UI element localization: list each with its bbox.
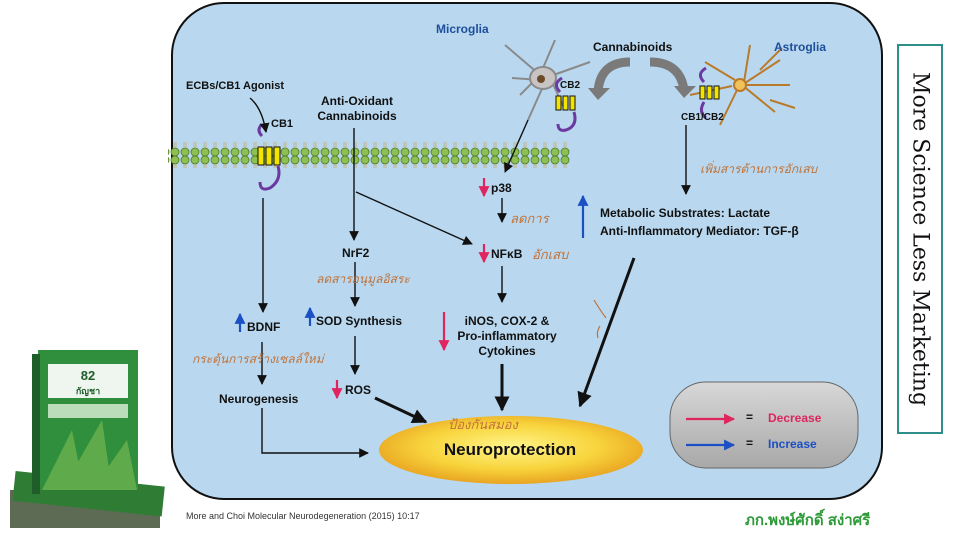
main-panel xyxy=(171,2,883,500)
legend-equals-increase: = xyxy=(746,436,754,450)
microglia-label: Microglia xyxy=(436,22,489,36)
handwritten-marks xyxy=(593,299,607,339)
neurogenesis-label: Neurogenesis xyxy=(219,392,299,406)
legend-box xyxy=(669,381,859,469)
legend-equals-decrease: = xyxy=(746,410,754,424)
neuroprotection-label: Neuroprotection xyxy=(443,440,577,459)
cb1-label: CB1 xyxy=(271,118,294,130)
ecbs-agonist-label: ECBs/CB1 Agonist xyxy=(186,80,284,92)
book-number: 82 xyxy=(81,368,95,383)
neuroprotection-oval xyxy=(379,416,643,484)
legend-increase-label: Increase xyxy=(768,437,817,451)
legend-decrease-label: Decrease xyxy=(768,411,822,425)
handwritten-note-p38: ลดการ xyxy=(510,212,549,227)
pathway-arrows xyxy=(249,97,691,458)
change-indicators xyxy=(234,178,589,400)
nrf2-label: NrF2 xyxy=(342,246,370,260)
cell-membrane xyxy=(168,142,570,168)
book-title: กัญชา xyxy=(76,386,100,397)
nfkb-label: NFκB xyxy=(491,247,523,261)
cb1-cb2-receptor xyxy=(699,66,720,120)
cannabinoid-curved-arrows xyxy=(588,57,696,100)
astroglia-label: Astroglia xyxy=(774,40,827,54)
handwritten-note-bdnf: กระตุ้นการสร้างเซลล์ใหม่ xyxy=(192,352,324,366)
side-title-box: More Science Less Marketing xyxy=(897,44,943,434)
antioxidant-label: Anti-Oxidant Cannabinoids xyxy=(317,94,397,123)
cb2-receptor xyxy=(555,76,577,132)
cb2-label: CB2 xyxy=(560,80,581,91)
anti-inflammatory-label: Anti-Inflammatory Mediator: TGF-β xyxy=(600,224,799,238)
author-name: ภก.พงษ์ศักดิ์ สง่าศรี xyxy=(745,512,871,529)
handwritten-note-astroglia: เพิ่มสารต้านการอักเสบ xyxy=(700,162,818,176)
handwritten-note-nfkb: อักเสบ xyxy=(532,248,569,263)
microglia-cell xyxy=(504,39,591,121)
sod-synthesis-label: SOD Synthesis xyxy=(316,314,403,328)
metabolic-substrates-label: Metabolic Substrates: Lactate xyxy=(600,206,771,220)
book-cover-image: 82 กัญชา xyxy=(10,350,165,528)
p38-label: p38 xyxy=(491,181,512,195)
handwritten-note-neuroprotection: ป้องกันสมอง xyxy=(448,418,518,433)
handwritten-note-nrf2: ลดสารอนุมูลอิสระ xyxy=(316,272,410,286)
cannabinoids-label: Cannabinoids xyxy=(593,40,673,54)
inos-cox2-label: iNOS, COX-2 & Pro-inflammatory Cytokines xyxy=(457,314,557,358)
ros-label: ROS xyxy=(345,383,372,397)
side-title-text: More Science Less Marketing xyxy=(907,71,933,407)
citation-text: More and Choi Molecular Neurodegeneratio… xyxy=(186,511,420,521)
neuroprotection-arrows xyxy=(374,257,636,424)
bdnf-label: BDNF xyxy=(247,320,281,334)
cb1-cb2-label: CB1/CB2 xyxy=(681,112,724,123)
